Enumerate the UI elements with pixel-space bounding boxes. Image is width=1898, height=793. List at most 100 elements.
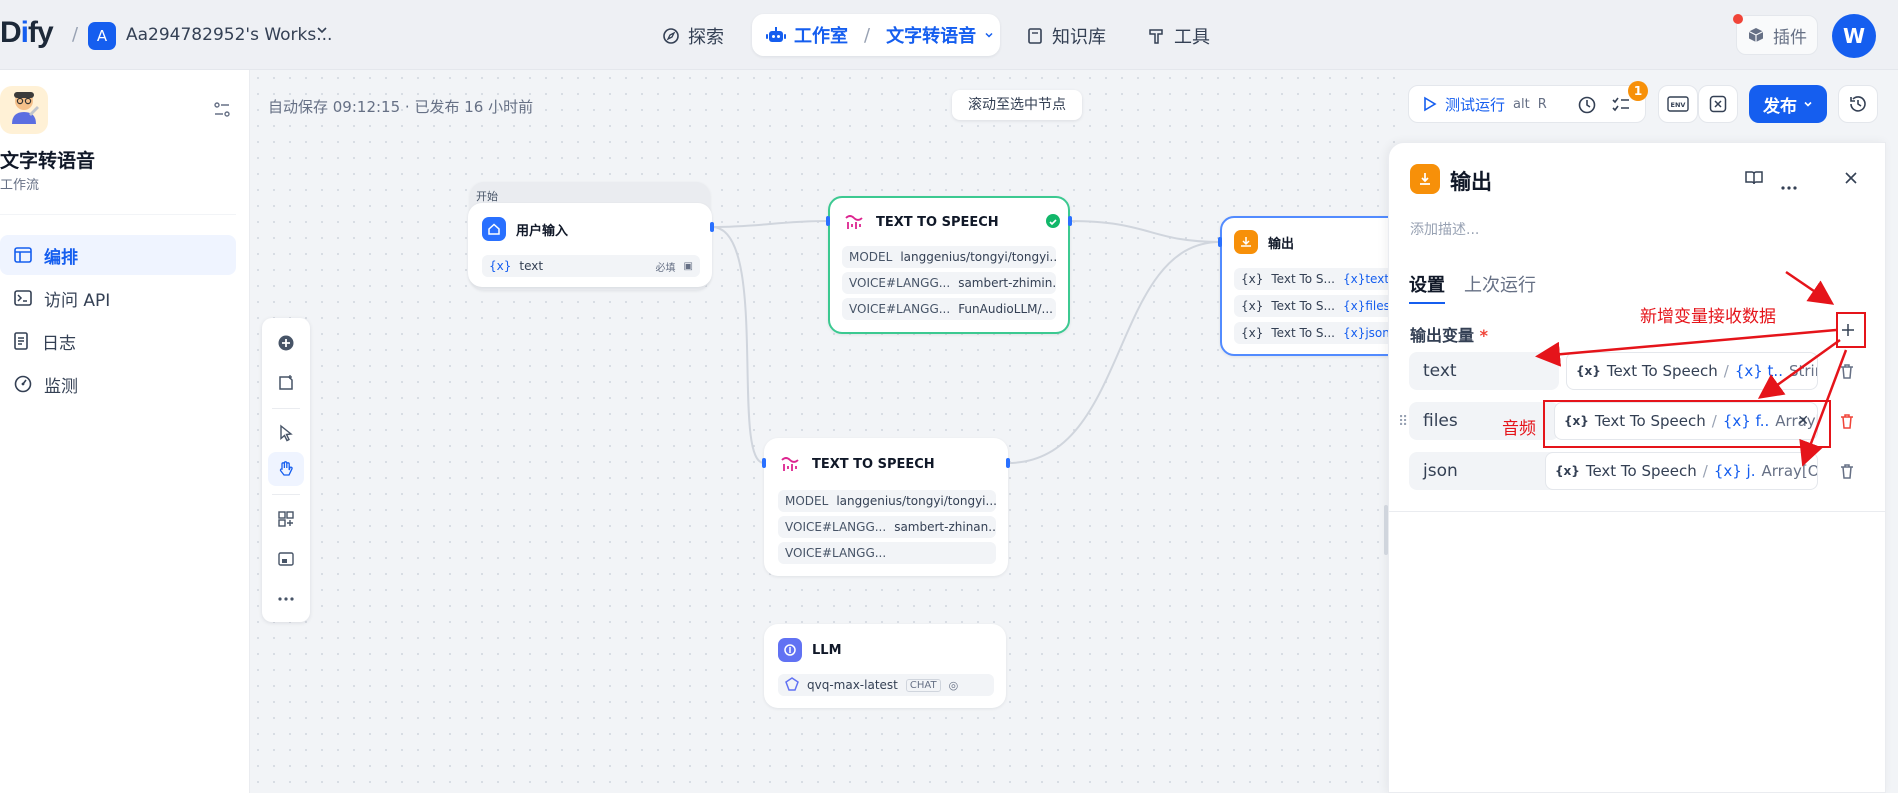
scroll-to-selected-button[interactable]: 滚动至选中节点 (952, 90, 1082, 120)
pointer-icon[interactable] (268, 416, 304, 450)
llm-node-title: LLM (812, 642, 842, 658)
tts-icon (778, 452, 802, 476)
tts-node-2-out-handle[interactable] (1006, 458, 1010, 468)
tts-node-2-in-handle[interactable] (762, 458, 766, 468)
workspace-name[interactable]: Aa294782952's Works... (126, 25, 333, 45)
clear-icon[interactable]: ✕ (1797, 413, 1809, 429)
nav-current-app[interactable]: 文字转语音 (886, 26, 977, 47)
tab-last-run[interactable]: 上次运行 (1464, 275, 1536, 296)
workspace-avatar[interactable]: A (88, 22, 116, 50)
test-run-button[interactable]: 测试运行 alt R (1408, 85, 1646, 123)
vision-icon: ◎ (948, 678, 959, 692)
tts-row-voice: VOICE#LANGG...sambert-zhinan... (778, 516, 996, 538)
chevron-down-icon[interactable] (316, 24, 328, 40)
qwen-logo-icon (785, 676, 799, 694)
description-input[interactable]: 添加描述... (1410, 222, 1480, 238)
nav-tools[interactable]: 工具 (1148, 23, 1210, 49)
output-node-header: 输出 (1234, 230, 1294, 254)
sidebar-item-api[interactable]: 访问 API (0, 278, 236, 318)
robot-icon (766, 27, 786, 42)
panel-resize-handle[interactable] (1384, 505, 1388, 555)
add-variable-icon[interactable] (1840, 322, 1856, 342)
variable-name-input[interactable]: text (1409, 352, 1559, 390)
variable-name-input[interactable]: json (1409, 452, 1559, 490)
book-icon (1028, 28, 1042, 44)
plugins-button[interactable]: 插件 (1736, 15, 1818, 55)
delete-icon[interactable] (1838, 412, 1858, 432)
file-list-icon (14, 332, 28, 350)
tts-icon (842, 210, 866, 234)
canvas-toolbox (262, 318, 310, 622)
compass-icon (663, 28, 679, 44)
annotation-audio: 音频 (1502, 419, 1536, 439)
dify-logo[interactable]: Dify (0, 16, 54, 49)
sidebar-item-orchestrate[interactable]: 编排 (0, 235, 236, 275)
checklist-icon[interactable] (1611, 95, 1631, 119)
start-node-handle[interactable] (710, 222, 714, 232)
tab-settings[interactable]: 设置 (1409, 275, 1445, 296)
minimap-icon[interactable] (268, 542, 304, 576)
svg-text:ENV: ENV (1671, 101, 1686, 109)
more-icon[interactable] (268, 582, 304, 616)
more-options-icon[interactable] (1780, 176, 1798, 195)
llm-model-name: qvq-max-latest (807, 678, 898, 692)
sidebar-item-label: 编排 (44, 247, 78, 268)
history-icon (1850, 96, 1866, 112)
output-node-handle[interactable] (1218, 237, 1222, 247)
tts-row-voice: VOICE#LANGG... (778, 542, 996, 564)
add-node-icon[interactable] (268, 326, 304, 360)
start-node[interactable]: 用户输入 {x} text 必填 ▣ (468, 203, 712, 287)
tts-node-header: TEXT TO SPEECH (778, 452, 935, 476)
nav-knowledge-label: 知识库 (1052, 27, 1106, 48)
nav-knowledge[interactable]: 知识库 (1026, 23, 1106, 49)
start-node-title: 用户输入 (516, 223, 569, 239)
variable-box-icon (1709, 95, 1727, 113)
close-icon[interactable] (1843, 170, 1859, 190)
annotation-box-add (1836, 312, 1866, 348)
history-run-icon[interactable] (1577, 95, 1597, 119)
llm-node-header: LLM (778, 638, 842, 662)
app-type: 工作流 (0, 178, 40, 193)
sidebar-item-monitoring[interactable]: 监测 (0, 364, 236, 404)
nav-studio[interactable]: 工作室 / 文字转语音 (752, 14, 1000, 56)
annotation-add-variable: 新增变量接收数据 (1640, 307, 1776, 327)
variable-name-input[interactable]: files (1409, 402, 1559, 440)
tts-node-1-out-handle[interactable] (1068, 216, 1072, 226)
success-check-icon (1046, 214, 1060, 228)
organize-blocks-icon[interactable] (268, 502, 304, 536)
book-open-icon[interactable] (1744, 168, 1764, 192)
gauge-icon (14, 375, 32, 393)
user-avatar[interactable]: W (1832, 14, 1876, 58)
llm-node[interactable]: LLM qvq-max-latest CHAT ◎ (764, 624, 1006, 708)
hand-icon[interactable] (268, 452, 304, 486)
terminal-icon (14, 290, 32, 306)
variable-reference-selector[interactable]: {x} Text To Speech / {x} j. Array[Obj... (1545, 452, 1818, 490)
publish-button[interactable]: 发布 (1749, 85, 1827, 123)
checklist-count-badge: 1 (1628, 81, 1648, 101)
delete-icon[interactable] (1838, 362, 1858, 382)
conversation-variables-button[interactable] (1698, 85, 1738, 123)
layout-icon (14, 247, 32, 263)
sidebar-item-logs[interactable]: 日志 (0, 321, 236, 361)
tts-node-1-in-handle[interactable] (826, 216, 830, 226)
variable-reference-selector[interactable]: {x} Text To Speech / {x} f.. Array[File … (1554, 402, 1818, 440)
version-history-button[interactable] (1838, 85, 1878, 123)
play-icon (1424, 96, 1437, 112)
panel-title[interactable]: 输出 (1450, 170, 1492, 194)
variable-icon: {x} (489, 259, 512, 273)
add-note-icon[interactable] (268, 366, 304, 400)
env-variables-button[interactable]: ENV (1658, 85, 1698, 123)
chevron-down-icon[interactable] (984, 30, 994, 40)
sidebar-collapse-icon[interactable] (212, 100, 232, 120)
nav-explore[interactable]: 探索 (662, 23, 724, 49)
required-label: 必填 (655, 262, 676, 274)
output-variables-title: 输出变量 * (1410, 326, 1488, 345)
text-type-icon: ▣ (683, 260, 693, 272)
drag-handle-icon[interactable]: ⠿ (1398, 414, 1409, 430)
delete-icon[interactable] (1838, 462, 1858, 482)
variable-icon: {x} (1555, 464, 1580, 478)
